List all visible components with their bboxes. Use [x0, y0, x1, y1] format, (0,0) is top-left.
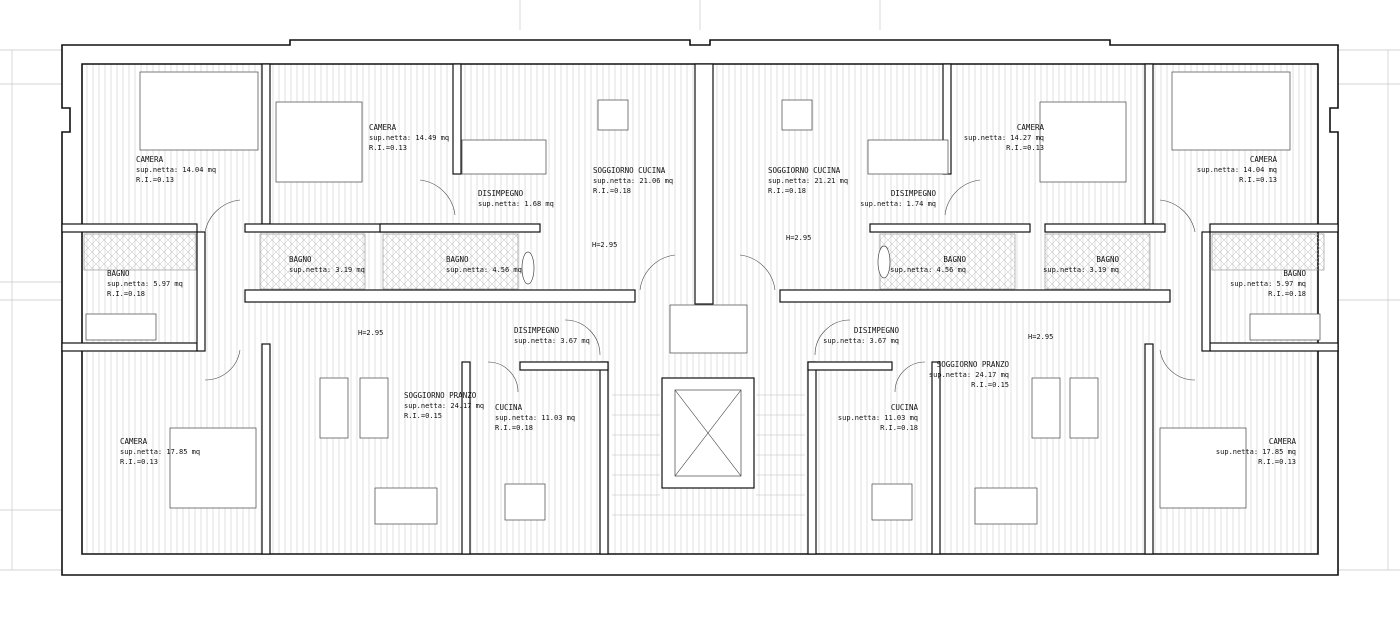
- room-name: BAGNO: [107, 269, 130, 278]
- room-area: sup.netta: 3.19 mq: [1043, 266, 1119, 274]
- room-area: sup.netta: 4.56 mq: [446, 266, 522, 274]
- room-ri: R.I.=0.18: [593, 187, 631, 195]
- room-area: sup.netta: 17.85 mq: [120, 448, 200, 456]
- room-area: sup.netta: 14.49 mq: [369, 134, 449, 142]
- room-label: CAMERA sup.netta: 14.49 mq R.I.=0.13: [369, 123, 449, 152]
- room-name: SOGGIORNO PRANZO: [404, 391, 477, 400]
- room-area: sup.netta: 14.04 mq: [1197, 166, 1277, 174]
- room-ri: R.I.=0.13: [136, 176, 174, 184]
- room-name: SOGGIORNO PRANZO: [937, 360, 1010, 369]
- room-label: BAGNO sup.netta: 3.19 mq: [289, 255, 365, 274]
- room-ri: R.I.=0.15: [404, 412, 442, 420]
- room-name: CUCINA: [495, 403, 523, 412]
- room-name: SOGGIORNO CUCINA: [768, 166, 841, 175]
- room-ri: R.I.=0.18: [1268, 290, 1306, 298]
- room-ri: R.I.=0.18: [495, 424, 533, 432]
- room-label: CAMERA sup.netta: 14.04 mq R.I.=0.13: [136, 155, 216, 184]
- height-label: H=2.95: [592, 241, 617, 249]
- room-name: CAMERA: [136, 155, 164, 164]
- room-area: sup.netta: 4.56 mq: [890, 266, 966, 274]
- room-name: SOGGIORNO CUCINA: [593, 166, 666, 175]
- site-context: [0, 0, 1400, 571]
- room-area: sup.netta: 14.27 mq: [964, 134, 1044, 142]
- room-name: CAMERA: [1250, 155, 1278, 164]
- room-name: DISIMPEGNO: [478, 189, 524, 198]
- height-labels: H=2.95 H=2.95 H=2.95 H=2.95: [358, 234, 1053, 341]
- room-area: sup.netta: 3.67 mq: [514, 337, 590, 345]
- room-name: BAGNO: [1096, 255, 1119, 264]
- room-ri: R.I.=0.15: [971, 381, 1009, 389]
- room-label: SOGGIORNO CUCINA sup.netta: 21.06 mq R.I.=…: [593, 166, 673, 195]
- room-ri: R.I.=0.13: [1239, 176, 1277, 184]
- room-label: SOGGIORNO PRANZO sup.netta: 24.17 mq R.I.=…: [404, 391, 484, 420]
- room-ri: R.I.=0.13: [1006, 144, 1044, 152]
- room-area: sup.netta: 5.97 mq: [1230, 280, 1306, 288]
- room-name: CUCINA: [891, 403, 919, 412]
- interior-walls: [61, 63, 1339, 555]
- room-label: CAMERA sup.netta: 17.85 mq R.I.=0.13: [120, 437, 200, 466]
- room-label: CAMERA sup.netta: 14.04 mq R.I.=0.13: [1197, 155, 1278, 184]
- room-area: sup.netta: 5.97 mq: [107, 280, 183, 288]
- height-label: H=2.95: [358, 329, 383, 337]
- room-label: CUCINA sup.netta: 11.03 mq R.I.=0.18: [838, 403, 919, 432]
- room-area: sup.netta: 11.03 mq: [495, 414, 575, 422]
- room-label: BAGNO sup.netta: 4.56 mq: [890, 255, 966, 274]
- room-label: BAGNO sup.netta: 5.97 mq R.I.=0.18: [107, 269, 183, 298]
- room-label: SOGGIORNO PRANZO sup.netta: 24.17 mq R.I.=…: [929, 360, 1010, 389]
- room-name: DISIMPEGNO: [514, 326, 560, 335]
- room-ri: R.I.=0.13: [369, 144, 407, 152]
- room-area: sup.netta: 21.21 mq: [768, 177, 848, 185]
- room-name: CAMERA: [120, 437, 148, 446]
- room-label: DISIMPEGNO sup.netta: 3.67 mq: [823, 326, 899, 345]
- room-label: DISIMPEGNO sup.netta: 1.74 mq: [860, 189, 936, 208]
- room-area: sup.netta: 1.68 mq: [478, 200, 554, 208]
- bath-tiles: [83, 233, 1325, 290]
- room-label: DISIMPEGNO sup.netta: 1.68 mq: [478, 189, 554, 208]
- room-label: DISIMPEGNO sup.netta: 3.67 mq: [514, 326, 590, 345]
- room-label: CAMERA sup.netta: 17.85 mq R.I.=0.13: [1216, 437, 1297, 466]
- room-ri: R.I.=0.13: [1258, 458, 1296, 466]
- room-ri: R.I.=0.18: [768, 187, 806, 195]
- height-label: H=2.95: [786, 234, 811, 242]
- room-name: CAMERA: [369, 123, 397, 132]
- room-name: DISIMPEGNO: [891, 189, 937, 198]
- room-area: sup.netta: 17.85 mq: [1216, 448, 1296, 456]
- room-name: BAGNO: [1283, 269, 1306, 278]
- room-label: BAGNO sup.netta: 3.19 mq: [1043, 255, 1119, 274]
- furniture: [85, 71, 1321, 525]
- room-name: DISIMPEGNO: [854, 326, 900, 335]
- room-label: CAMERA sup.netta: 14.27 mq R.I.=0.13: [964, 123, 1045, 152]
- room-ri: R.I.=0.13: [120, 458, 158, 466]
- room-name: BAGNO: [446, 255, 469, 264]
- room-area: sup.netta: 14.04 mq: [136, 166, 216, 174]
- room-label: BAGNO sup.netta: 4.56 mq: [446, 255, 522, 274]
- exterior-walls: [61, 39, 1339, 576]
- room-area: sup.netta: 3.19 mq: [289, 266, 365, 274]
- room-label: SOGGIORNO CUCINA sup.netta: 21.21 mq R.I.=…: [768, 166, 848, 195]
- room-label: BAGNO sup.netta: 5.97 mq R.I.=0.18: [1230, 269, 1306, 298]
- room-name: CAMERA: [1269, 437, 1297, 446]
- room-name: BAGNO: [943, 255, 966, 264]
- room-label: CUCINA sup.netta: 11.03 mq R.I.=0.18: [495, 403, 575, 432]
- room-name: BAGNO: [289, 255, 312, 264]
- stair-core: [612, 304, 805, 516]
- room-ri: R.I.=0.18: [107, 290, 145, 298]
- room-area: sup.netta: 3.67 mq: [823, 337, 899, 345]
- height-label: H=2.95: [1028, 333, 1053, 341]
- room-area: sup.netta: 11.03 mq: [838, 414, 918, 422]
- room-area: sup.netta: 21.06 mq: [593, 177, 673, 185]
- doors: [204, 179, 1196, 393]
- room-ri: R.I.=0.18: [880, 424, 918, 432]
- room-name: CAMERA: [1017, 123, 1045, 132]
- room-area: sup.netta: 24.17 mq: [404, 402, 484, 410]
- room-area: sup.netta: 1.74 mq: [860, 200, 936, 208]
- room-area: sup.netta: 24.17 mq: [929, 371, 1009, 379]
